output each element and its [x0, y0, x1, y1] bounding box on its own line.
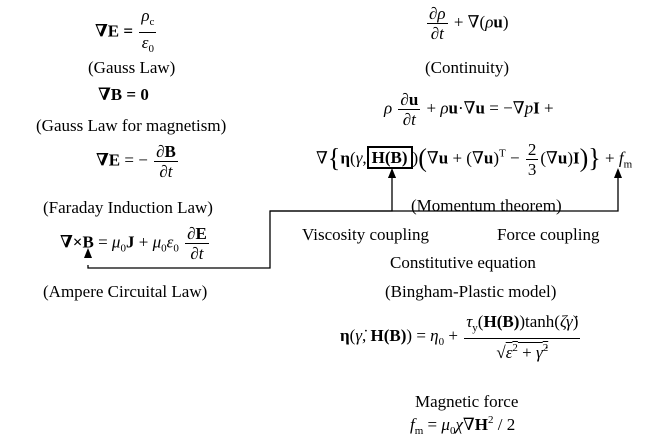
ampere-arrowhead — [84, 248, 92, 258]
viscosity-coupling-line — [87, 170, 393, 269]
momentum-label: (Momentum theorem) — [411, 196, 562, 215]
gauss-mag-label: (Gauss Law for magnetism) — [36, 116, 227, 135]
momentum-line1: ρ ∂u∂t + ρu·∇u = −∇pI + — [384, 90, 554, 129]
viscosity-coupling-label: Viscosity coupling — [302, 225, 429, 244]
force-coupling-label: Force coupling — [497, 225, 600, 244]
magnetic-force-label: Magnetic force — [415, 392, 519, 411]
constitutive-label: Constitutive equation — [390, 253, 536, 272]
continuity-label: (Continuity) — [425, 58, 510, 77]
force-arrow-up — [614, 168, 622, 178]
faraday-label: (Faraday Induction Law) — [43, 198, 213, 217]
gauss-lhs: ∇E = — [95, 21, 134, 41]
gauss-mag-equation: ∇B = 0 — [98, 85, 149, 104]
ampere-equation: ∇×B = μ0J + μ0ε0 ∂E∂t — [60, 224, 209, 263]
continuity-equation: ∂ρ∂t + ∇(ρu) — [427, 4, 509, 43]
faraday-equation: ∇E = − ∂B∂t — [96, 142, 178, 181]
bingham-label: (Bingham-Plastic model) — [385, 282, 557, 301]
bingham-equation: η(γ̇, H(B)) = η0 + τy(H(B))tanh(ζγ̇)√ε2 … — [340, 312, 581, 362]
force-coupling-line — [270, 170, 619, 212]
gauss-label: (Gauss Law) — [88, 58, 176, 77]
ampere-label: (Ampere Circuital Law) — [43, 282, 208, 301]
magnetic-force-equation: fm = μ0χ∇H2 / 2 — [410, 414, 516, 437]
viscosity-arrowhead — [388, 168, 396, 178]
